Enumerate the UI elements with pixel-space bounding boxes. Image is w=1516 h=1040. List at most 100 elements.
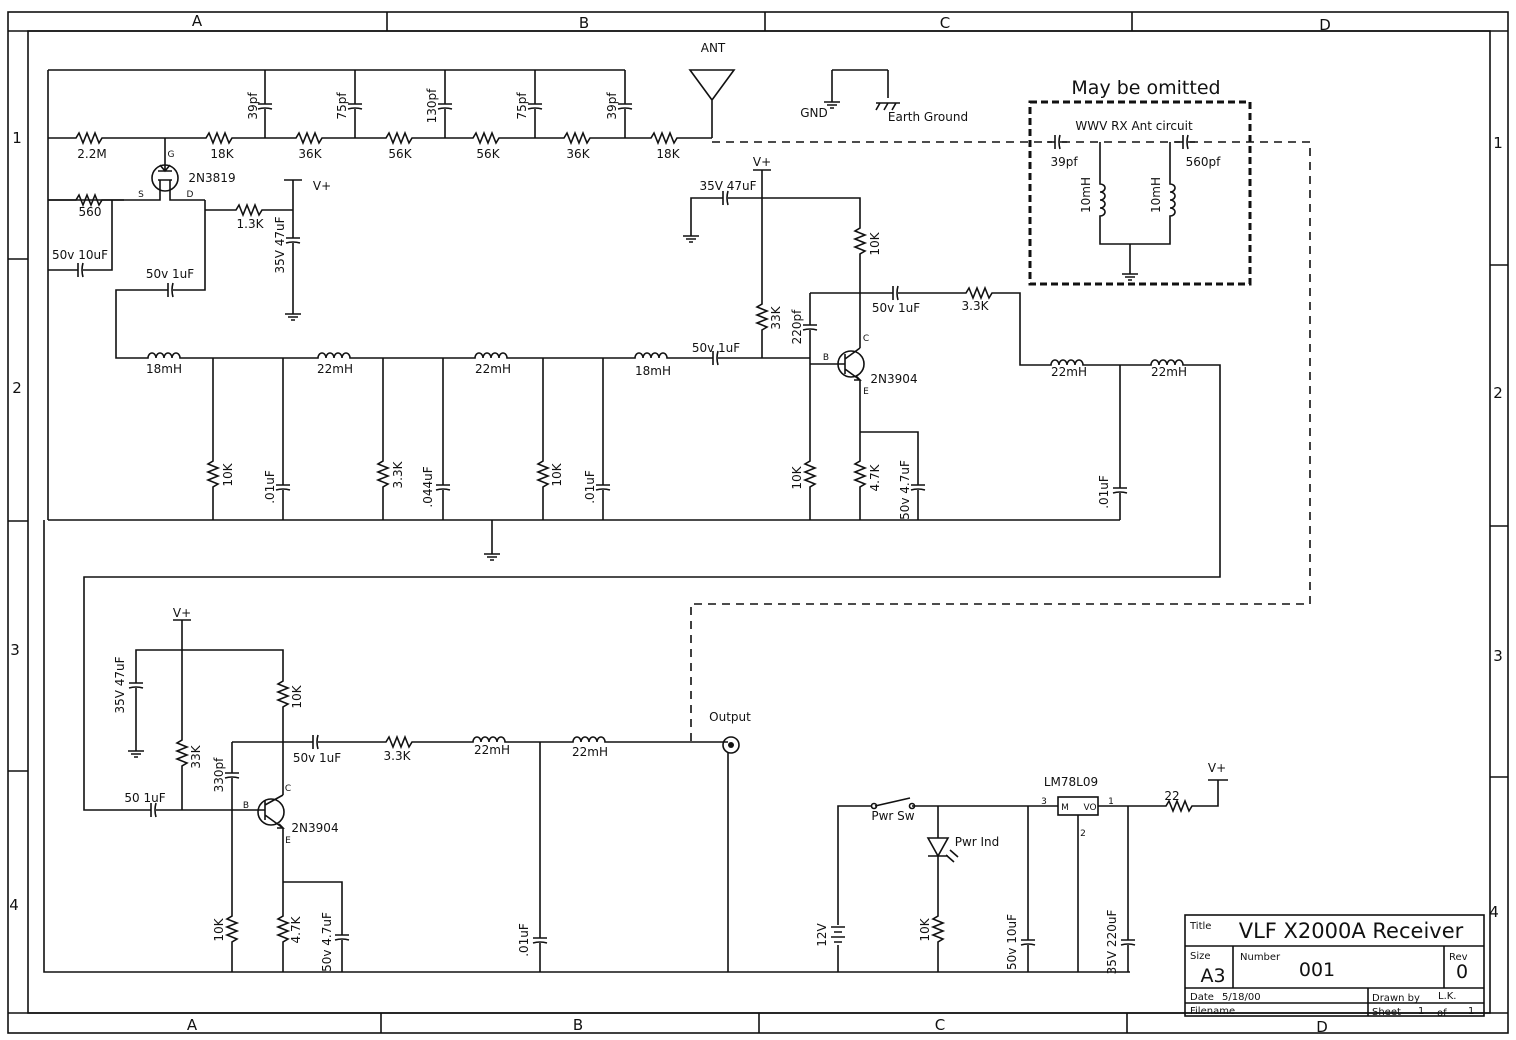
capacitor-50v-10uf-b <box>1020 931 1036 953</box>
capacitor-50v-1uf-c <box>884 285 906 301</box>
label-10k-c: 10K <box>868 231 882 255</box>
resistor-18k-b <box>644 132 686 144</box>
capacitor-01uf-b <box>595 476 611 498</box>
label-10k-b: 10K <box>550 462 564 486</box>
drawing-frame <box>7 11 1509 1034</box>
label-01uf-c: .01uF <box>1097 475 1111 509</box>
capacitor-01uf-d <box>532 929 548 951</box>
optional-circuit-box <box>1028 100 1252 286</box>
label-10k-f: 10K <box>212 917 226 941</box>
label-33k-b: 33K <box>189 744 203 768</box>
label-330pf: 330pf <box>212 757 226 793</box>
capacitor-39pf-b <box>617 95 633 117</box>
capacitor-75pf-b <box>527 95 543 117</box>
rev-label: Rev <box>1449 952 1468 963</box>
label-18k-a: 18K <box>210 147 234 161</box>
label-36k-a: 36K <box>298 147 322 161</box>
capacitor-01uf-c <box>1112 479 1128 501</box>
label-50v-4-7uf-a: 50v 4.7uF <box>898 460 912 520</box>
label-reg-pin2: 2 <box>1080 829 1086 839</box>
jfet-stage <box>48 138 302 359</box>
label-3-3k-b: 3.3K <box>962 299 990 313</box>
label-36k-b: 36K <box>566 147 590 161</box>
label-jfet-g: G <box>168 150 175 160</box>
capacitor-wwv-39pf <box>1046 134 1068 150</box>
switch-contact-a-icon <box>870 802 878 810</box>
ground-symbols <box>823 69 900 111</box>
sheet-label: Sheet <box>1372 1007 1401 1018</box>
resistor-4-7k-a <box>854 454 866 496</box>
resistor-3-3k-a <box>377 454 389 496</box>
label-22mh-f: 22mH <box>572 745 608 759</box>
label-22mh-b: 22mH <box>475 362 511 376</box>
zone-col-d-bottom: D <box>1316 1018 1328 1035</box>
label-vplus-c: V+ <box>173 606 191 620</box>
label-bjt-a-c: C <box>863 334 869 344</box>
label-50v-1uf-d: 50v 1uF <box>293 751 341 765</box>
label-jfet-d: D <box>187 190 194 200</box>
label-01uf-a: .01uF <box>263 470 277 504</box>
label-01uf-b: .01uF <box>583 470 597 504</box>
resistor-18k-a <box>199 132 241 144</box>
resistor-10k-e <box>277 674 289 716</box>
resistor-56k-a <box>379 132 421 144</box>
inductor-10mh-b <box>1169 179 1176 221</box>
label-4-7k-b: 4.7K <box>289 915 303 943</box>
inductor-18mh-b <box>631 352 673 359</box>
zone-row-4-right: 4 <box>1489 903 1499 921</box>
inductor-22mh-f <box>569 736 611 743</box>
label-reg-vo: VO <box>1083 803 1096 813</box>
zone-col-a-top: A <box>192 12 203 30</box>
label-lm78l09: LM78L09 <box>1044 775 1098 789</box>
label-50v-4-7uf-b: 50v 4.7uF <box>320 912 334 972</box>
label-50-1uf: 50 1uF <box>124 791 165 805</box>
resistor-56k-b <box>466 132 508 144</box>
label-3-3k-a: 3.3K <box>391 460 405 488</box>
inductor-22mh-e <box>469 736 511 743</box>
label-12v: 12V <box>815 922 829 946</box>
resistor-33k-b <box>176 733 188 775</box>
zone-col-b-bottom: B <box>573 1016 583 1034</box>
size-value: A3 <box>1200 965 1225 987</box>
label-bjt-b-b: B <box>243 801 249 811</box>
capacitor-01uf-a <box>275 476 291 498</box>
label-75pf-a: 75pf <box>335 92 349 120</box>
label-50v-1uf-a: 50v 1uF <box>146 267 194 281</box>
zone-row-3-right: 3 <box>1493 647 1503 665</box>
resistor-10k-f <box>226 909 238 951</box>
label-35v-47uf-b: 35V 47uF <box>699 179 756 193</box>
label-wwv-39pf: 39pf <box>1050 155 1078 169</box>
resistor-3-3k-b <box>959 287 1001 299</box>
capacitor-39pf-a <box>257 95 273 117</box>
label-130pf: 130pf <box>425 88 439 124</box>
label-33k-a: 33K <box>769 305 783 329</box>
label-output: Output <box>709 710 751 724</box>
label-reg-m: M <box>1061 803 1069 813</box>
label-220pf: 220pf <box>790 309 804 345</box>
power-supply <box>831 779 1228 972</box>
label-50v-1uf-b: 50v 1uF <box>692 341 740 355</box>
label-18k-b: 18K <box>656 147 680 161</box>
label-wwv-circuit: WWV RX Ant circuit <box>1075 119 1193 133</box>
battery-12v-icon <box>831 926 845 943</box>
capacitor-50-1uf <box>142 802 164 818</box>
rev-value: 0 <box>1456 961 1468 983</box>
drawn-by-label: Drawn by <box>1372 993 1420 1004</box>
capacitor-75pf-a <box>347 95 363 117</box>
zone-row-2-right: 2 <box>1493 384 1503 402</box>
inductor-18mh-a <box>144 352 186 359</box>
capacitor-50v-1uf-d <box>304 734 326 750</box>
label-50v-1uf-c: 50v 1uF <box>872 301 920 315</box>
label-35v-47uf-a: 35V 47uF <box>273 216 287 273</box>
led-power-indicator-icon <box>926 806 959 972</box>
output-jack-icon <box>722 736 740 754</box>
resistor-10k-g <box>932 909 944 951</box>
zone-col-d-top: D <box>1319 16 1331 34</box>
filter-ladder <box>48 350 1120 561</box>
resistor-10k-d <box>804 454 816 496</box>
label-bjt-b-c: C <box>285 784 291 794</box>
label-56k-a: 56K <box>388 147 412 161</box>
label-vplus-d: V+ <box>1208 761 1226 775</box>
label-2n3904-b: 2N3904 <box>291 821 338 835</box>
label-reg-pin3: 3 <box>1041 797 1047 807</box>
